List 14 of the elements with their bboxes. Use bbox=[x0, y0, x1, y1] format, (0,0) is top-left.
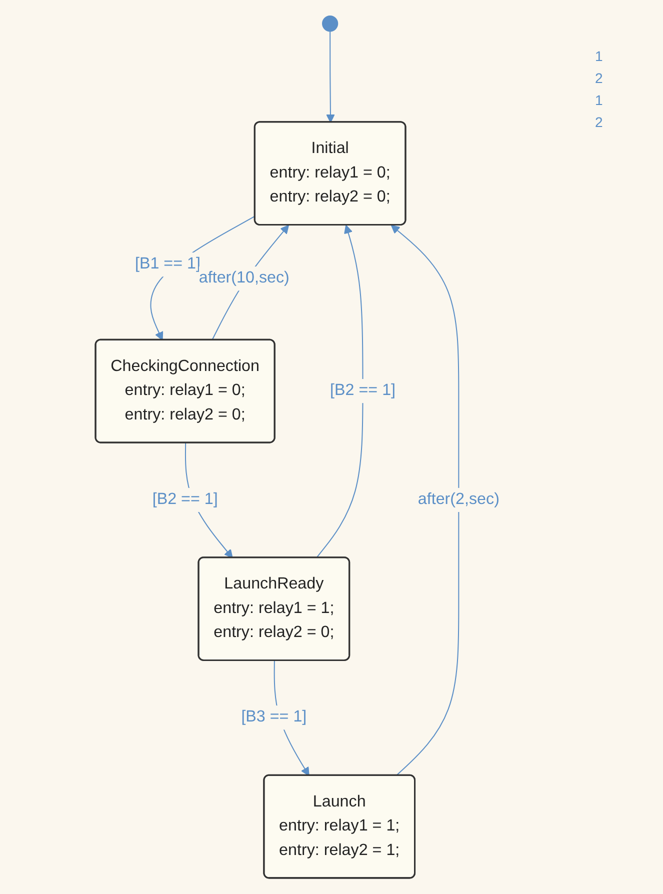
edge-label: [B2 == 1] bbox=[330, 382, 396, 400]
arrow bbox=[326, 31, 335, 123]
edge-label: [B1 == 1] bbox=[134, 256, 200, 273]
arrow bbox=[316, 224, 364, 558]
transition-order-number: 1 bbox=[595, 48, 604, 64]
edge-label: [B3 == 1] bbox=[241, 708, 307, 726]
transition-order-number: 1 bbox=[595, 92, 604, 108]
edge-label: after(10,sec) bbox=[198, 270, 290, 287]
transition-order-number: 2 bbox=[595, 114, 604, 130]
edge-label: [B2 == 1] bbox=[152, 490, 218, 508]
arrow bbox=[390, 224, 460, 776]
node-circle bbox=[322, 16, 338, 32]
edge-label: after(2,sec) bbox=[418, 490, 500, 508]
transition-order-number: 2 bbox=[595, 70, 604, 86]
